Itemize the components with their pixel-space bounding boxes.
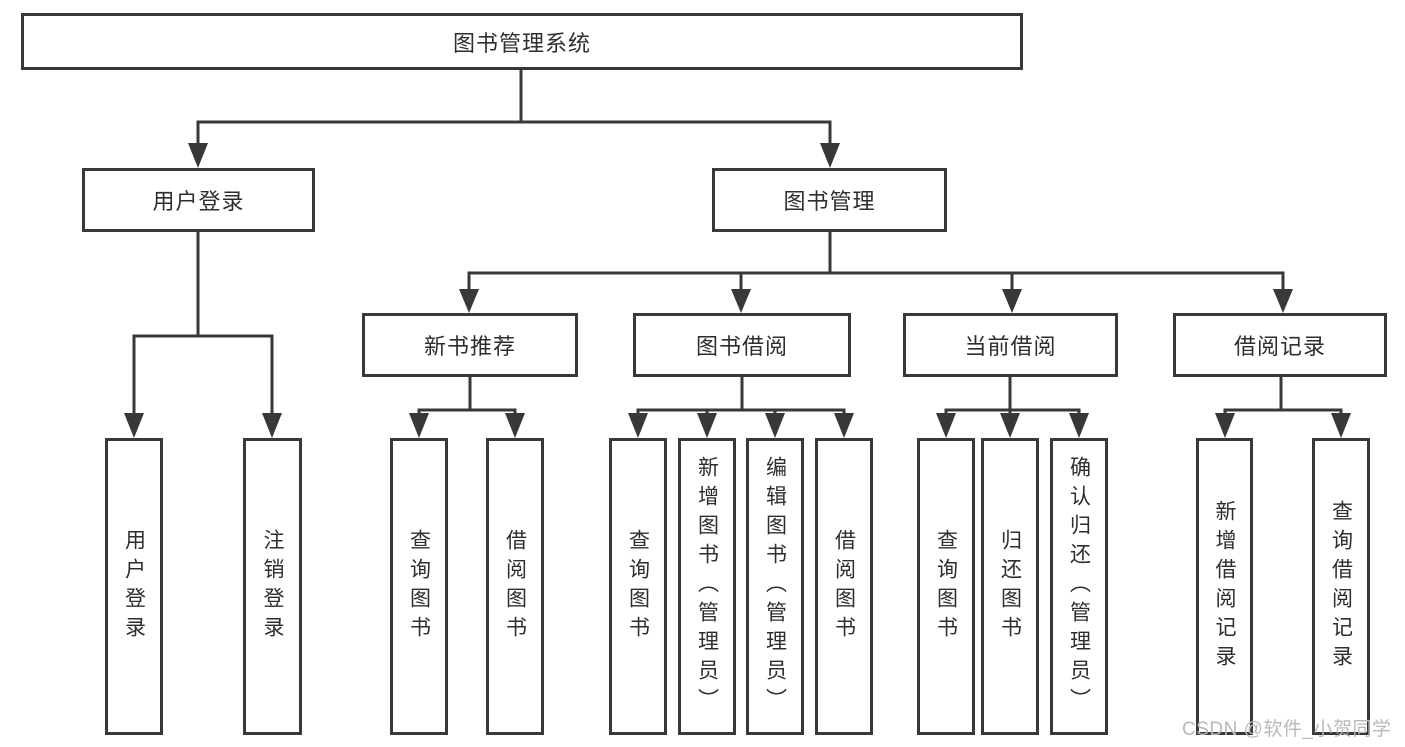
node-new-book-recommend: 新书推荐 bbox=[362, 313, 578, 377]
leaf-logout: 注销登录 bbox=[243, 438, 302, 735]
csdn-watermark: CSDN @软件_小贺同学 bbox=[1182, 719, 1392, 740]
leaf-query-books-3-label: 查询图书 bbox=[934, 528, 958, 645]
leaf-return-books: 归还图书 bbox=[981, 438, 1039, 735]
leaf-user-login: 用户登录 bbox=[105, 438, 163, 735]
leaf-confirm-return-admin-label: 确认归还（管理员） bbox=[1067, 456, 1091, 717]
leaf-add-books-admin: 新增图书（管理员） bbox=[678, 438, 736, 735]
node-user-login: 用户登录 bbox=[82, 168, 315, 232]
leaf-edit-books-admin: 编辑图书（管理员） bbox=[746, 438, 804, 735]
node-borrow-records: 借阅记录 bbox=[1173, 313, 1387, 377]
root-node-label: 图书管理系统 bbox=[452, 30, 591, 56]
node-user-login-label: 用户登录 bbox=[152, 189, 245, 214]
leaf-query-books-2: 查询图书 bbox=[609, 438, 667, 735]
leaf-query-books-1-label: 查询图书 bbox=[407, 528, 431, 645]
leaf-query-borrow-record-label: 查询借阅记录 bbox=[1329, 499, 1353, 674]
leaf-add-borrow-record-label: 新增借阅记录 bbox=[1213, 499, 1236, 674]
leaf-user-login-label: 用户登录 bbox=[122, 528, 146, 645]
leaf-borrow-books-2-label: 借阅图书 bbox=[832, 528, 856, 645]
leaf-add-borrow-record: 新增借阅记录 bbox=[1196, 438, 1253, 735]
leaf-borrow-books-1: 借阅图书 bbox=[486, 438, 544, 735]
leaf-query-borrow-record: 查询借阅记录 bbox=[1312, 438, 1370, 735]
leaf-query-books-1: 查询图书 bbox=[390, 438, 448, 735]
node-current-borrow: 当前借阅 bbox=[903, 313, 1118, 377]
leaf-logout-label: 注销登录 bbox=[261, 528, 284, 645]
leaf-confirm-return-admin: 确认归还（管理员） bbox=[1050, 438, 1108, 735]
node-new-book-recommend-label: 新书推荐 bbox=[423, 334, 516, 359]
leaf-borrow-books-1-label: 借阅图书 bbox=[503, 528, 527, 645]
node-book-management: 图书管理 bbox=[712, 168, 947, 232]
leaf-edit-books-admin-label: 编辑图书（管理员） bbox=[763, 456, 787, 717]
node-book-management-label: 图书管理 bbox=[783, 189, 876, 214]
leaf-return-books-label: 归还图书 bbox=[998, 528, 1022, 645]
node-borrow-records-label: 借阅记录 bbox=[1233, 334, 1326, 359]
leaf-query-books-3: 查询图书 bbox=[917, 438, 975, 735]
root-node-system: 图书管理系统 bbox=[21, 13, 1023, 70]
node-book-borrow-label: 图书借阅 bbox=[695, 334, 788, 359]
node-book-borrow: 图书借阅 bbox=[633, 313, 851, 377]
leaf-add-books-admin-label: 新增图书（管理员） bbox=[695, 456, 719, 717]
leaf-query-books-2-label: 查询图书 bbox=[626, 528, 650, 645]
node-current-borrow-label: 当前借阅 bbox=[964, 334, 1057, 359]
leaf-borrow-books-2: 借阅图书 bbox=[815, 438, 873, 735]
